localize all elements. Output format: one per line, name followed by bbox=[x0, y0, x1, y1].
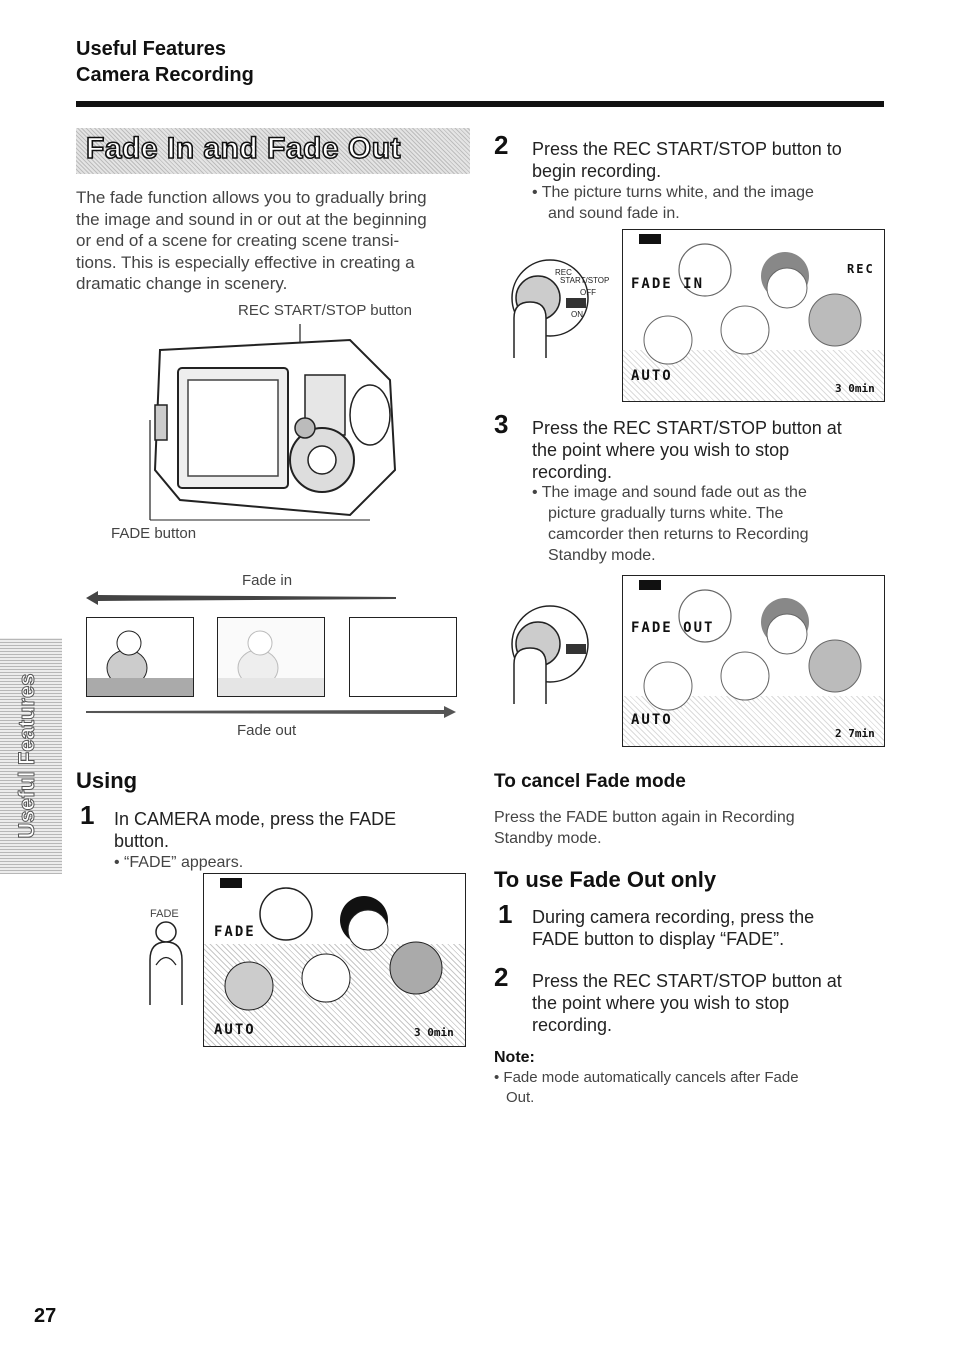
lcd-time-text: 3 0min bbox=[835, 382, 875, 395]
fadeout-step2-text: Press the REC START/STOP button at the p… bbox=[532, 970, 842, 1036]
step-line: During camera recording, press the bbox=[532, 907, 815, 927]
switch-on-label: ON bbox=[571, 310, 583, 319]
step2-text: Press the REC START/STOP button to begin… bbox=[532, 138, 842, 182]
header-line1: Useful Features bbox=[76, 38, 227, 60]
lcd-fade-text: FADE bbox=[214, 924, 256, 940]
header-rule bbox=[76, 101, 884, 107]
lcd-auto-text: AUTO bbox=[631, 712, 673, 728]
note-heading: Note: bbox=[494, 1049, 535, 1066]
fade-frame-white bbox=[349, 617, 457, 697]
cancel-line: Press the FADE button again in Recording bbox=[494, 809, 795, 826]
intro-line: dramatic change in scenery. bbox=[76, 274, 288, 293]
switch-rec-label: REC bbox=[555, 268, 572, 277]
bullet-line: • The image and sound fade out as the bbox=[532, 484, 807, 501]
cancel-heading: To cancel Fade mode bbox=[494, 771, 686, 792]
step3-bullets: • The image and sound fade out as the pi… bbox=[532, 482, 809, 566]
fade-frame-partial bbox=[217, 617, 325, 697]
step2-number: 2 bbox=[494, 130, 509, 160]
fade-out-label: Fade out bbox=[237, 722, 297, 739]
fadeout-step2-number: 2 bbox=[494, 962, 509, 992]
step-line: button. bbox=[114, 831, 170, 851]
lcd-time-text: 3 0min bbox=[414, 1026, 454, 1039]
fade-button-label: FADE button bbox=[111, 525, 197, 542]
finger-press-fade-icon bbox=[149, 921, 183, 1005]
lcd-screen-fade: FADE AUTO 3 0min bbox=[203, 873, 466, 1047]
page-number: 27 bbox=[34, 1305, 57, 1327]
intro-line: tions. This is especially effective in c… bbox=[76, 252, 415, 272]
switch-startstop-label: START/STOP bbox=[560, 276, 610, 285]
step-line: recording. bbox=[532, 462, 613, 482]
bullet-line: Standby mode. bbox=[548, 547, 656, 564]
section-header: Useful Features Camera Recording bbox=[76, 36, 254, 88]
fadeout-only-heading: To use Fade Out only bbox=[494, 867, 717, 892]
rec-switch-dial-icon bbox=[511, 259, 589, 358]
side-tab-label: Useful Features bbox=[14, 673, 40, 839]
bullet-line: camcorder then returns to Recording bbox=[548, 526, 809, 543]
step-line: Press the REC START/STOP button at bbox=[532, 418, 842, 438]
header-line2: Camera Recording bbox=[76, 64, 254, 86]
lcd-auto-text: AUTO bbox=[631, 368, 673, 384]
note-line: • Fade mode automatically cancels after … bbox=[494, 1069, 799, 1086]
camcorder-illustration bbox=[149, 324, 397, 521]
step2-bullets: • The picture turns white, and the image… bbox=[532, 182, 814, 224]
step3-text: Press the REC START/STOP button at the p… bbox=[532, 417, 842, 483]
intro-paragraph: The fade function allows you to graduall… bbox=[76, 187, 476, 295]
bullet-line: • The picture turns white, and the image bbox=[532, 184, 814, 201]
fade-in-label: Fade in bbox=[242, 572, 293, 589]
fadeout-step1-number: 1 bbox=[498, 899, 513, 929]
lcd-rec-text: REC bbox=[847, 262, 875, 276]
bullet-line: picture gradually turns white. The bbox=[548, 505, 784, 522]
lcd-fade-out-text: FADE OUT bbox=[631, 620, 715, 636]
page-title: Fade In and Fade Out bbox=[85, 131, 402, 166]
intro-line: the image and sound in or out at the beg… bbox=[76, 209, 427, 229]
lcd-auto-text: AUTO bbox=[214, 1022, 256, 1038]
fadeout-step1-text: During camera recording, press the FADE … bbox=[532, 906, 814, 950]
intro-line: The fade function allows you to graduall… bbox=[76, 188, 427, 207]
step-line: recording. bbox=[532, 1015, 613, 1035]
lcd-screen-fade-in: FADE IN REC AUTO 3 0min bbox=[622, 229, 885, 402]
cancel-line: Standby mode. bbox=[494, 830, 602, 847]
step-line: In CAMERA mode, press the FADE bbox=[114, 809, 397, 829]
switch-off-label: OFF bbox=[580, 288, 596, 297]
rec-button-label: REC START/STOP button bbox=[238, 302, 412, 319]
note-line: Out. bbox=[506, 1089, 535, 1106]
bullet-line: and sound fade in. bbox=[548, 205, 680, 222]
cancel-text: Press the FADE button again in Recording… bbox=[494, 807, 795, 849]
fade-in-arrow bbox=[86, 591, 396, 605]
intro-line: or end of a scene for creating scene tra… bbox=[76, 231, 400, 250]
step-line: the point where you wish to stop bbox=[532, 440, 790, 460]
step-line: the point where you wish to stop bbox=[532, 993, 790, 1013]
lcd-fade-in-text: FADE IN bbox=[631, 276, 705, 292]
lcd-time-text: 2 7min bbox=[835, 727, 875, 740]
step3-number: 3 bbox=[494, 409, 509, 439]
step-line: Press the REC START/STOP button to bbox=[532, 139, 842, 159]
side-tab: Useful Features bbox=[0, 638, 62, 874]
lcd-screen-fade-out: FADE OUT AUTO 2 7min bbox=[622, 575, 885, 747]
using-step1-bullet: • “FADE” appears. bbox=[114, 854, 244, 871]
fade-out-arrow bbox=[86, 706, 456, 718]
step-line: Press the REC START/STOP button at bbox=[532, 971, 842, 991]
using-step1-number: 1 bbox=[80, 800, 95, 830]
title-banner: Fade In and Fade Out bbox=[76, 128, 470, 174]
fade-small-label: FADE bbox=[150, 908, 179, 920]
step-line: begin recording. bbox=[532, 161, 662, 181]
using-heading: Using bbox=[76, 768, 138, 793]
note-text: • Fade mode automatically cancels after … bbox=[494, 1068, 799, 1108]
using-step1-text: In CAMERA mode, press the FADE button. bbox=[114, 808, 396, 852]
rec-switch-dial-icon bbox=[511, 605, 589, 704]
step-line: FADE button to display “FADE”. bbox=[532, 929, 785, 949]
fade-frame-full bbox=[86, 617, 194, 697]
